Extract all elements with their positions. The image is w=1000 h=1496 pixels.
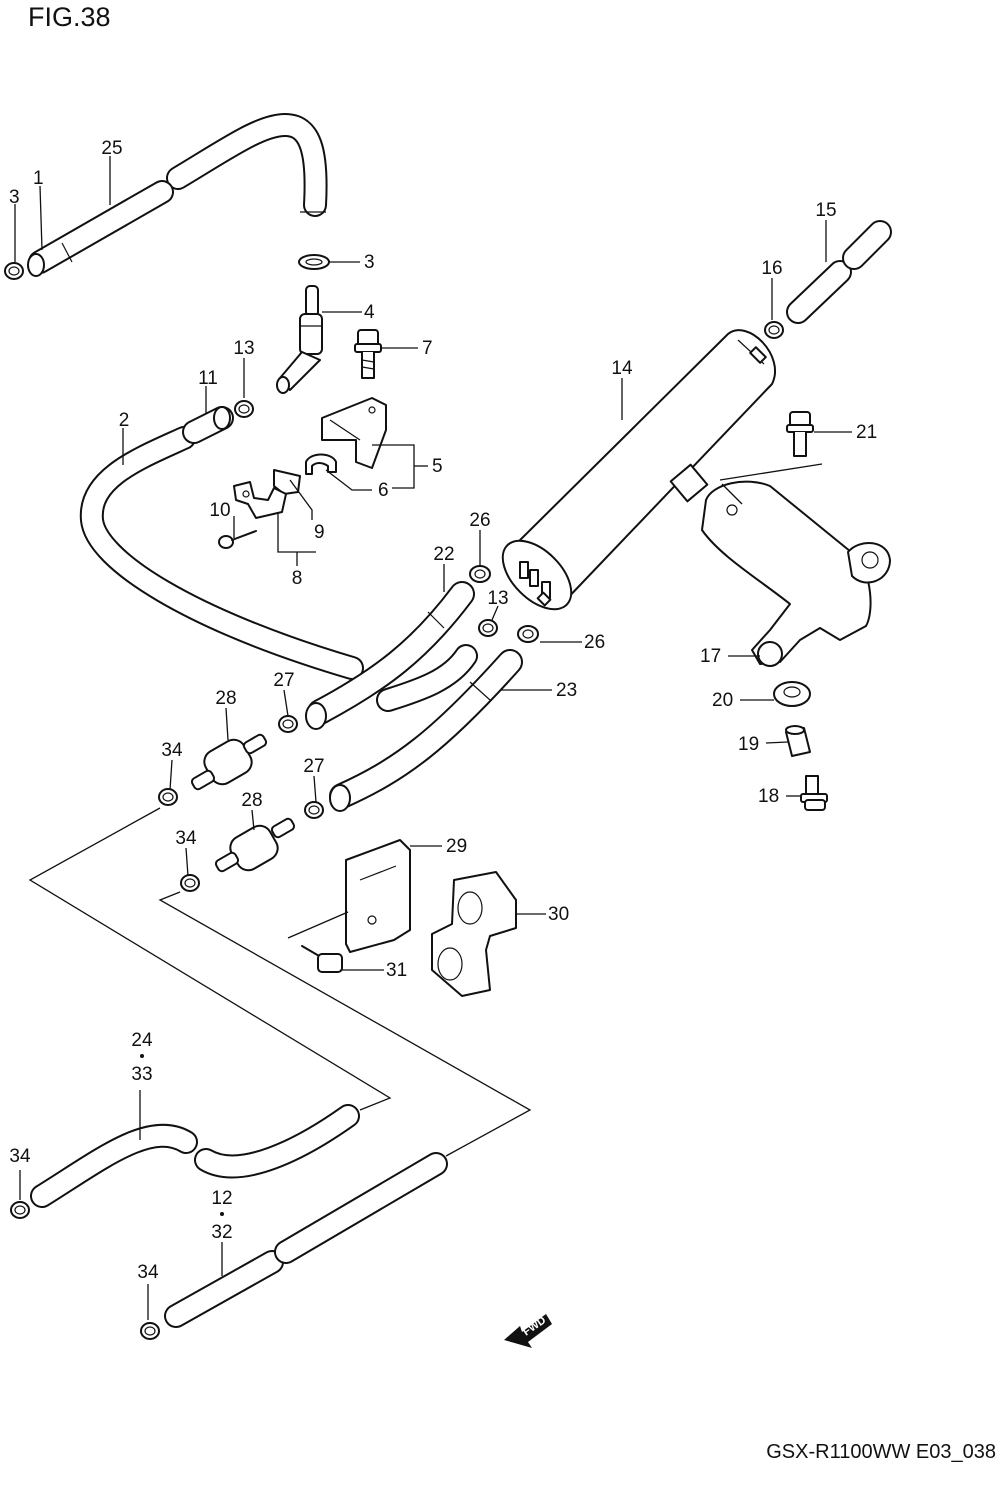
holder-17 xyxy=(701,480,891,667)
part-label-30: 30 xyxy=(548,904,569,925)
part-label-14: 14 xyxy=(611,358,633,379)
hose-22 xyxy=(305,581,478,730)
part-label-2: 2 xyxy=(119,410,130,431)
bracket-5 xyxy=(321,397,387,469)
part-label-21: 21 xyxy=(856,422,877,443)
part-label-32: 32 xyxy=(211,1222,232,1243)
bolt-21 xyxy=(786,411,814,457)
clamp-26-mid xyxy=(517,625,539,643)
hose-25 xyxy=(27,113,328,277)
model-code: GSX-R1100WW E03_038 xyxy=(766,1441,996,1463)
label-dot xyxy=(220,1212,224,1216)
clamp-34-c xyxy=(10,1201,30,1219)
filter-28-bottom xyxy=(214,817,296,873)
clamp-6 xyxy=(305,453,337,475)
hose-2 xyxy=(79,406,364,680)
clamp-34-d xyxy=(140,1322,160,1340)
part-label-13-mid: 13 xyxy=(487,588,508,609)
part-label-15: 15 xyxy=(815,200,836,221)
grommet-20 xyxy=(773,681,811,707)
part-label-26-top: 26 xyxy=(469,510,490,531)
clamp-34-a xyxy=(158,788,178,806)
valve-4 xyxy=(276,285,323,394)
part-label-19: 19 xyxy=(738,734,759,755)
clamp-27-bottom xyxy=(304,801,324,819)
clamp-13-mid xyxy=(478,619,498,637)
part-label-31: 31 xyxy=(386,960,407,981)
part-label-34-b: 34 xyxy=(175,828,197,849)
part-label-6: 6 xyxy=(378,480,389,501)
part-label-23: 23 xyxy=(556,680,577,701)
part-label-9: 9 xyxy=(314,522,325,543)
clamp-3-left xyxy=(4,262,24,280)
clamp-34-b xyxy=(180,874,200,892)
part-label-8: 8 xyxy=(292,568,303,589)
hose-12-32 xyxy=(164,1152,448,1328)
part-label-18: 18 xyxy=(758,786,779,807)
part-label-34-c: 34 xyxy=(9,1146,31,1167)
part-label-3-left: 3 xyxy=(9,187,20,208)
part-label-13-top: 13 xyxy=(233,338,254,359)
screw-10 xyxy=(218,530,257,549)
part-label-4: 4 xyxy=(364,302,375,323)
part-label-34-a: 34 xyxy=(161,740,183,761)
fwd-arrow-icon: FWD xyxy=(504,1314,552,1348)
part-label-12: 12 xyxy=(211,1188,232,1209)
label-dot xyxy=(140,1054,144,1058)
part-label-20: 20 xyxy=(712,690,733,711)
canister-14 xyxy=(501,329,776,611)
bracket-29 xyxy=(345,839,411,953)
clamp-26-top xyxy=(469,565,491,583)
part-label-27-top: 27 xyxy=(273,670,294,691)
clamp-27-top xyxy=(278,715,298,733)
part-label-28-top: 28 xyxy=(215,688,236,709)
part-label-26-mid: 26 xyxy=(584,632,605,653)
leader-lines xyxy=(14,156,852,1320)
part-label-10: 10 xyxy=(209,500,230,521)
hose-15 xyxy=(786,220,892,324)
part-label-7: 7 xyxy=(422,338,433,359)
part-label-11: 11 xyxy=(198,368,218,389)
part-label-25: 25 xyxy=(101,138,122,159)
part-label-16: 16 xyxy=(761,258,782,279)
part-label-29: 29 xyxy=(446,836,467,857)
part-label-22: 22 xyxy=(433,544,454,565)
part-label-27-bottom: 27 xyxy=(303,756,324,777)
hose-24-33 xyxy=(30,1104,360,1208)
bolt-7 xyxy=(354,329,382,379)
part-label-5: 5 xyxy=(432,456,443,477)
collar-19 xyxy=(785,725,811,757)
damper-30 xyxy=(431,871,517,997)
bracket-8 xyxy=(233,481,287,519)
part-label-17: 17 xyxy=(700,646,721,667)
clamp-16 xyxy=(764,321,784,339)
clamp-13-top xyxy=(234,400,254,418)
part-label-28-bottom: 28 xyxy=(241,790,262,811)
bolt-31 xyxy=(301,945,343,973)
routing-lines xyxy=(28,463,823,1157)
part-label-33: 33 xyxy=(131,1064,152,1085)
clamp-3-center xyxy=(298,254,330,270)
filter-28-top xyxy=(190,733,268,791)
hose-23 xyxy=(329,649,523,812)
part-label-34-d: 34 xyxy=(137,1262,159,1283)
clamp-9 xyxy=(273,469,301,495)
bolt-18 xyxy=(800,775,828,811)
part-label-24: 24 xyxy=(131,1030,153,1051)
part-label-3-center: 3 xyxy=(364,252,375,273)
part-label-1: 1 xyxy=(33,168,44,189)
part-labels: 1 25 3 3 4 7 13 11 2 5 6 10 9 8 14 15 16… xyxy=(9,138,877,1283)
figure-title: FIG.38 xyxy=(28,2,111,32)
